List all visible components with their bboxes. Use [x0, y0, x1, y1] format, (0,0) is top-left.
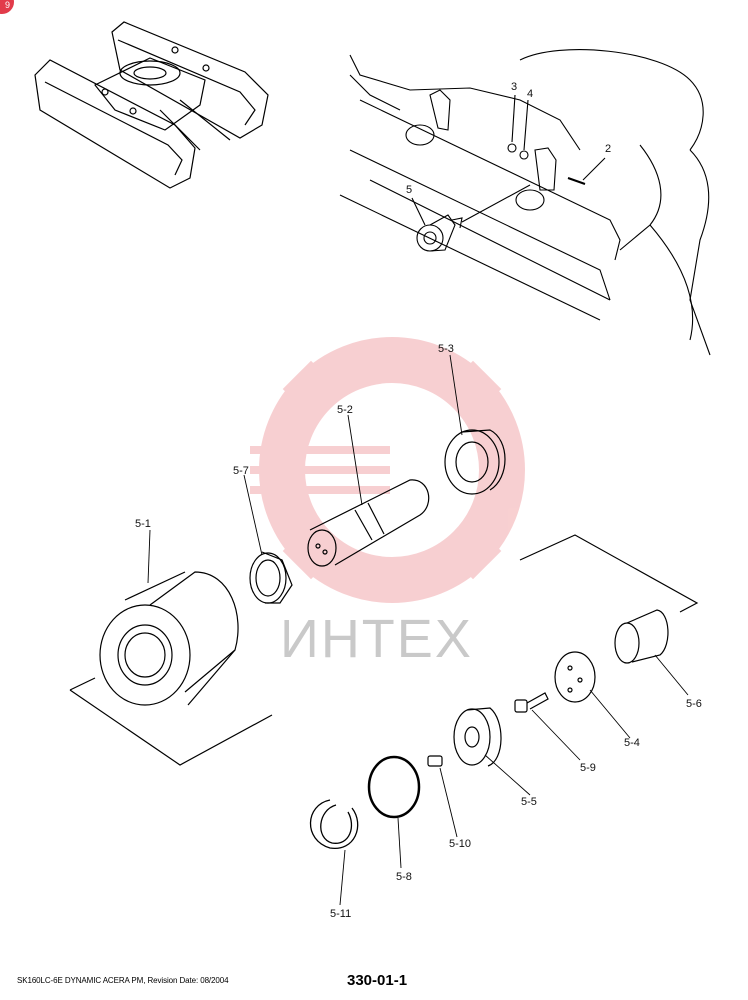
part-shaft [307, 479, 430, 567]
part-bushing-cup [444, 429, 506, 495]
callout-5-5: 5-5 [521, 796, 537, 808]
callout-5-4: 5-4 [624, 737, 640, 749]
part-plug [427, 755, 443, 767]
callout-4: 4 [527, 88, 533, 100]
track-frame-overview [34, 21, 269, 189]
part-sleeve [519, 534, 699, 664]
callout-2: 2 [605, 143, 611, 155]
callout-5-2: 5-2 [337, 404, 353, 416]
callout-5-11: 5-11 [330, 908, 351, 920]
part-cover-plate [554, 651, 596, 703]
callout-5-1: 5-1 [135, 518, 151, 530]
frame-detail [339, 49, 711, 356]
callout-5-6: 5-6 [686, 698, 702, 710]
part-snap-ring [309, 799, 359, 849]
callout-5-9: 5-9 [580, 762, 596, 774]
page-badge: 9 [0, 0, 14, 14]
part-floating-seal [249, 551, 293, 604]
callout-5-7: 5-7 [233, 465, 249, 477]
leader-lines [147, 354, 689, 906]
watermark-text: ИНТЕХ [280, 609, 473, 669]
footer-model-revision: SK160LC-6E DYNAMIC ACERA PM, Revision Da… [17, 976, 229, 985]
callout-3: 3 [511, 81, 517, 93]
part-collar [453, 707, 502, 767]
watermark-gear-icon [250, 337, 525, 603]
callout-5-10: 5-10 [449, 838, 471, 850]
part-roller-body [69, 571, 273, 766]
part-bolt [514, 692, 549, 713]
footer-page-number: 330-01-1 [347, 972, 408, 989]
callout-5: 5 [406, 184, 412, 196]
callout-5-8: 5-8 [396, 871, 412, 883]
part-o-ring [367, 755, 421, 819]
callout-5-3: 5-3 [438, 343, 454, 355]
